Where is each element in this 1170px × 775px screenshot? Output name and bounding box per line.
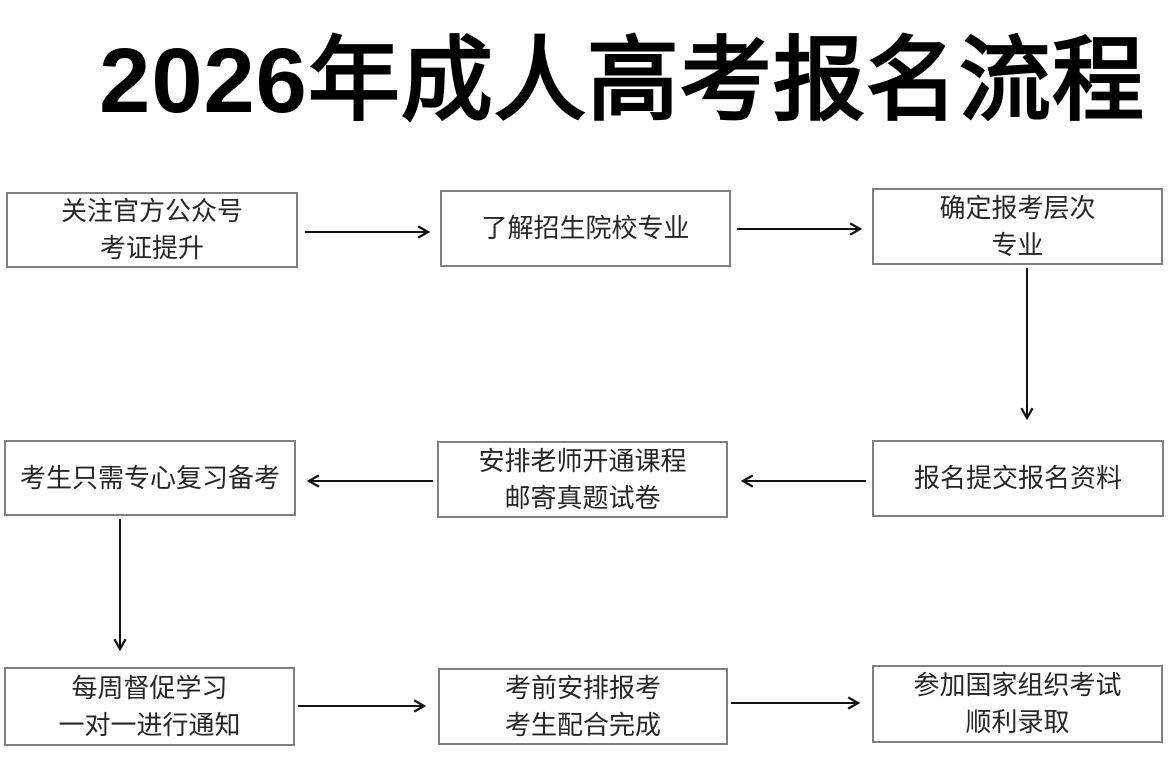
flow-step-take-exam-admission: 参加国家组织考试 顺利录取 — [872, 665, 1163, 743]
flow-step-line: 确定报考层次 — [939, 192, 1096, 223]
flow-step-line: 参加国家组织考试 — [913, 670, 1122, 700]
flow-step-teacher-course-materials: 安排老师开通课程 邮寄真题试卷 — [437, 441, 728, 518]
flow-step-submit-materials: 报名提交报名资料 — [872, 440, 1164, 517]
flow-step-learn-schools-majors: 了解招生院校专业 — [440, 190, 731, 267]
flow-step-line: 安排老师开通课程 — [478, 445, 687, 476]
flow-step-focus-on-review: 考生只需专心复习备考 — [4, 440, 296, 516]
flow-step-line: 考证提升 — [99, 233, 204, 263]
flow-step-line: 顺利录取 — [965, 707, 1070, 737]
flow-step-line: 考前安排报考 — [504, 672, 661, 703]
flow-step-line: 考生配合完成 — [504, 709, 661, 740]
flow-step-line: 关注官方公众号 — [60, 196, 243, 226]
flow-step-follow-official-account: 关注官方公众号 考证提升 — [6, 192, 298, 268]
flow-step-pre-exam-arrangement: 考前安排报考 考生配合完成 — [438, 668, 728, 745]
flow-step-weekly-supervision: 每周督促学习 一对一进行通知 — [4, 667, 295, 746]
flow-step-line: 一对一进行通知 — [58, 709, 241, 740]
flow-step-choose-level-major: 确定报考层次 专业 — [872, 188, 1163, 265]
flow-step-line: 邮寄真题试卷 — [504, 482, 661, 513]
flow-step-line: 每周督促学习 — [71, 672, 228, 703]
flow-step-line: 报名提交报名资料 — [913, 463, 1122, 493]
flow-step-line: 了解招生院校专业 — [481, 213, 690, 243]
flow-step-line: 专业 — [991, 229, 1044, 260]
flow-step-line: 考生只需专心复习备考 — [19, 462, 280, 493]
page-title: 2026年成人高考报名流程 — [99, 30, 1145, 132]
